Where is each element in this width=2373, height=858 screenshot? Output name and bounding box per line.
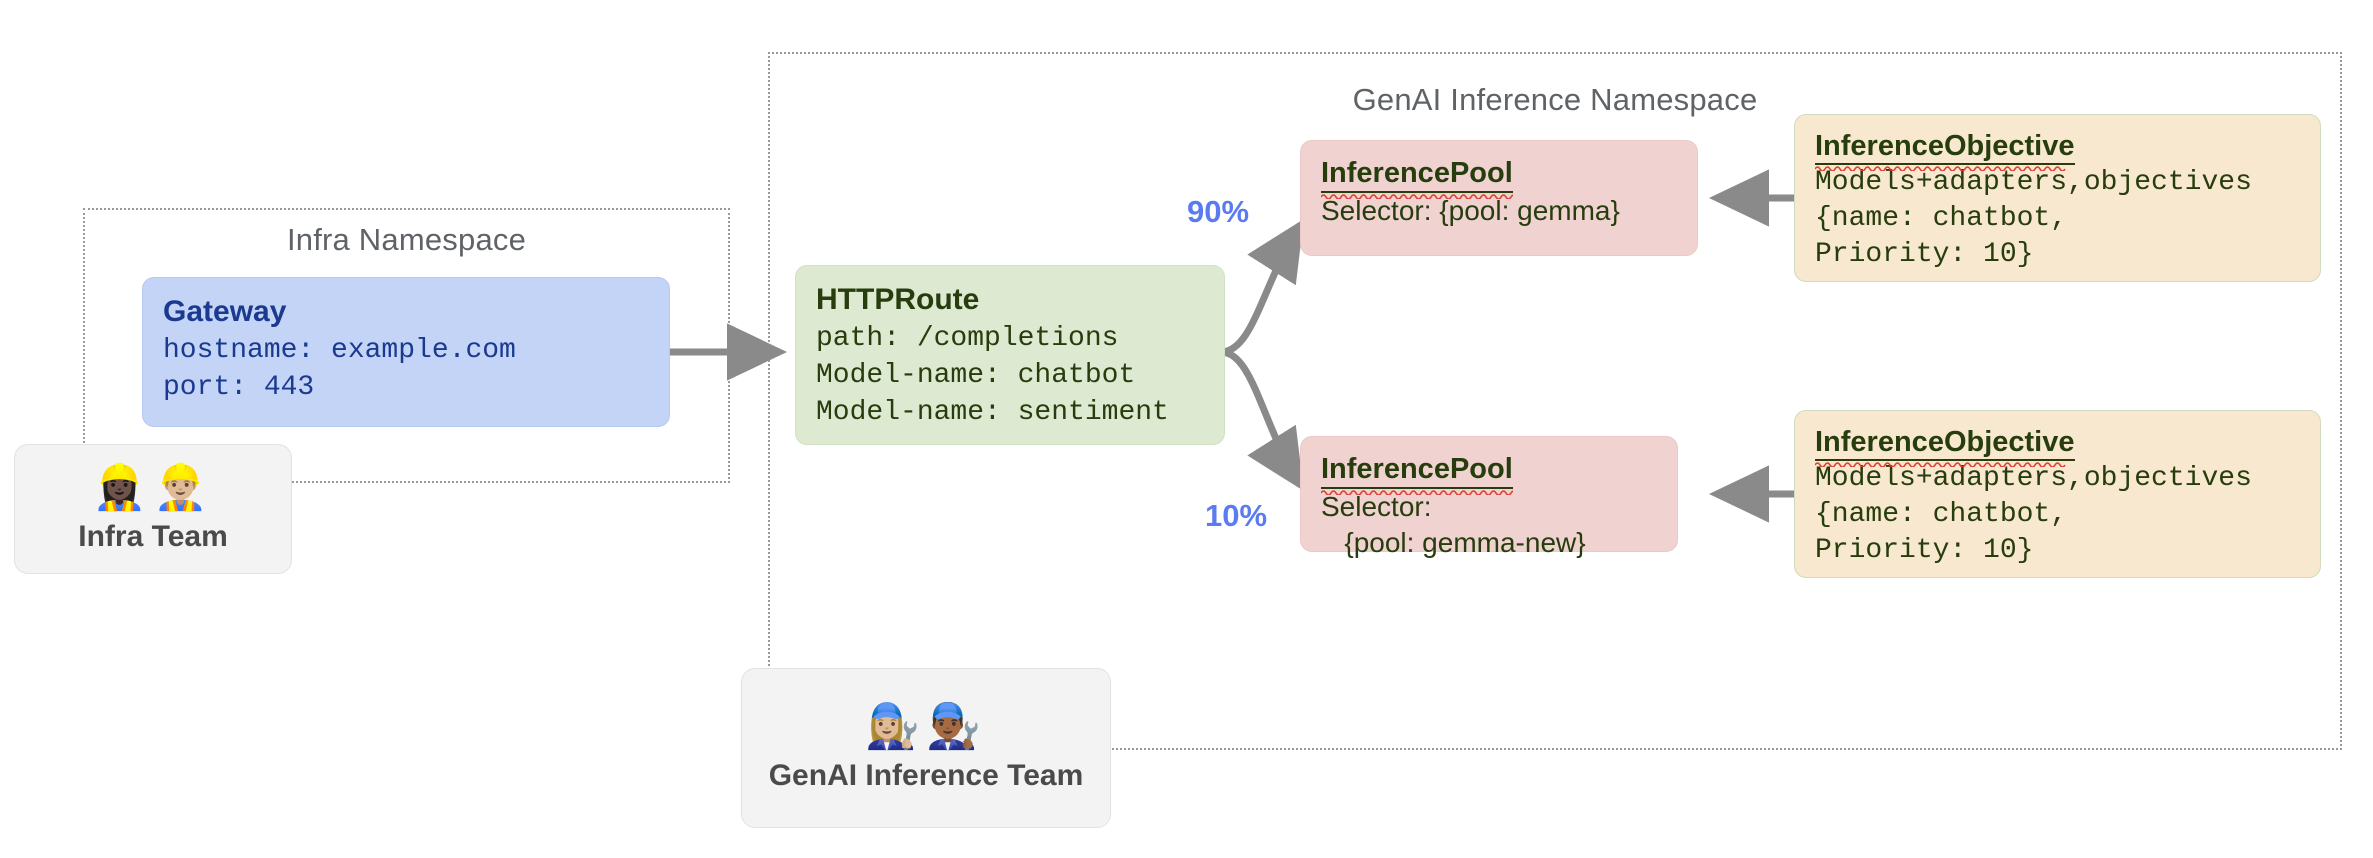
edge-weight-90: 90%: [1187, 194, 1250, 229]
inferencepool-node-2[interactable]: InferencePool Selector: {pool: gemma-new…: [1300, 436, 1678, 558]
genai-team-avatar-icon: 👩🏼‍🔧👨🏾‍🔧: [865, 702, 987, 751]
team-card-infra[interactable]: 👷🏿‍♀️👷🏼‍♂️ Infra Team: [14, 444, 292, 574]
inferencepool-body-1: Selector: {pool: gemma}: [1321, 195, 1620, 226]
inferenceobjective-title-1: InferenceObjective: [1815, 129, 2075, 171]
httproute-node[interactable]: HTTPRoute path: /completions Model-name:…: [795, 265, 1225, 445]
inferencepool-body-2: Selector: {pool: gemma-new}: [1321, 491, 1586, 558]
edge-weight-10: 10%: [1205, 498, 1268, 533]
gateway-title: Gateway: [163, 295, 287, 328]
inferenceobjective-body-2: Models+adapters,objectives {name: chatbo…: [1815, 463, 2252, 566]
httproute-body: path: /completions Model-name: chatbot M…: [816, 323, 1169, 428]
inferencepool-title-2: InferencePool: [1321, 451, 1513, 495]
httproute-title: HTTPRoute: [816, 283, 980, 316]
genai-team-label: GenAI Inference Team: [768, 759, 1084, 792]
gateway-node[interactable]: Gateway hostname: example.com port: 443: [142, 277, 670, 427]
team-card-genai[interactable]: 👩🏼‍🔧👨🏾‍🔧 GenAI Inference Team: [741, 668, 1111, 828]
gateway-body: hostname: example.com port: 443: [163, 335, 516, 403]
inferencepool-node-1[interactable]: InferencePool Selector: {pool: gemma}: [1300, 140, 1698, 256]
inferenceobjective-title-2: InferenceObjective: [1815, 425, 2075, 467]
namespace-infra-title: Infra Namespace: [286, 222, 527, 257]
inferenceobjective-node-1[interactable]: InferenceObjective Models+adapters,objec…: [1794, 114, 2321, 282]
inferenceobjective-node-2[interactable]: InferenceObjective Models+adapters,objec…: [1794, 410, 2321, 578]
namespace-genai-title: GenAI Inference Namespace: [1352, 82, 1758, 117]
infra-team-avatar-icon: 👷🏿‍♀️👷🏼‍♂️: [92, 463, 214, 512]
inferencepool-title-1: InferencePool: [1321, 155, 1513, 199]
infra-team-label: Infra Team: [78, 520, 228, 553]
namespace-genai: [768, 52, 2342, 750]
inferenceobjective-body-1: Models+adapters,objectives {name: chatbo…: [1815, 167, 2252, 270]
